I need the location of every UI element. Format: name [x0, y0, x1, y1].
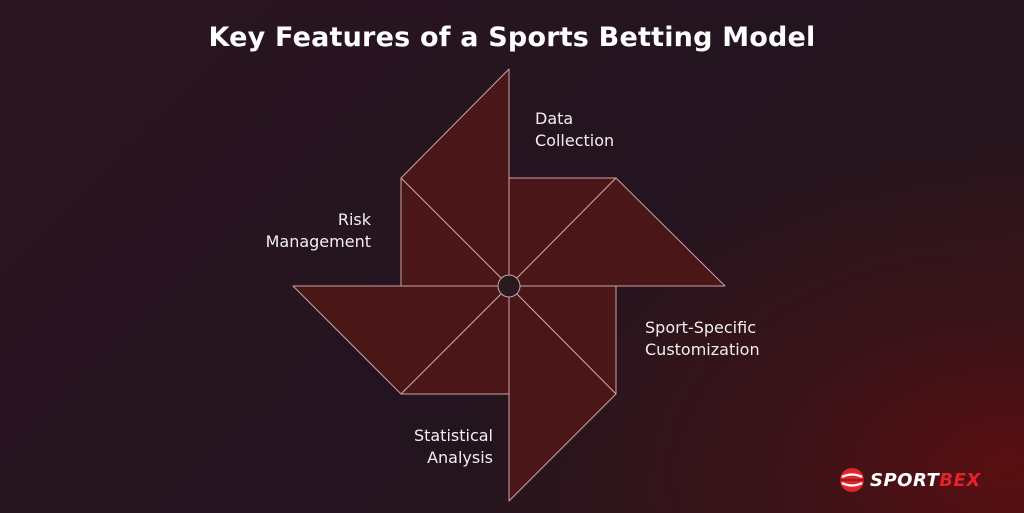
feature-label-line1: Data: [535, 109, 574, 128]
feature-label-line1: Statistical: [413, 426, 493, 445]
feature-statistical-analysis: Statistical Analysis: [414, 425, 493, 469]
feature-label-line2: Customization: [645, 340, 760, 359]
pinwheel-hub: [497, 274, 521, 298]
logo-text-sport: SPORT: [870, 469, 940, 491]
feature-label-line1: Risk: [337, 210, 371, 229]
feature-risk-management: Risk Management: [266, 209, 371, 253]
sportbex-wordmark: SPORTBEX: [870, 470, 981, 491]
pinwheel-blade-risk-management-inner: [400, 285, 510, 395]
feature-label-line2: Collection: [535, 131, 615, 150]
feature-label-line2: Management: [265, 232, 371, 251]
feature-sport-specific-customization: Sport-Specific Customization: [645, 317, 760, 361]
sportbex-logo: SPORTBEX: [838, 466, 981, 494]
feature-label-line2: Analysis: [427, 448, 493, 467]
logo-text-bex: BEX: [939, 469, 981, 491]
sportbex-ball-icon: [840, 468, 864, 492]
feature-data-collection: Data Collection: [535, 108, 614, 152]
page-title: Key Features of a Sports Betting Model: [208, 22, 816, 53]
pinwheel-blade-sport-specific-outer: [508, 177, 726, 287]
feature-label-line1: Sport-Specific: [645, 318, 756, 337]
